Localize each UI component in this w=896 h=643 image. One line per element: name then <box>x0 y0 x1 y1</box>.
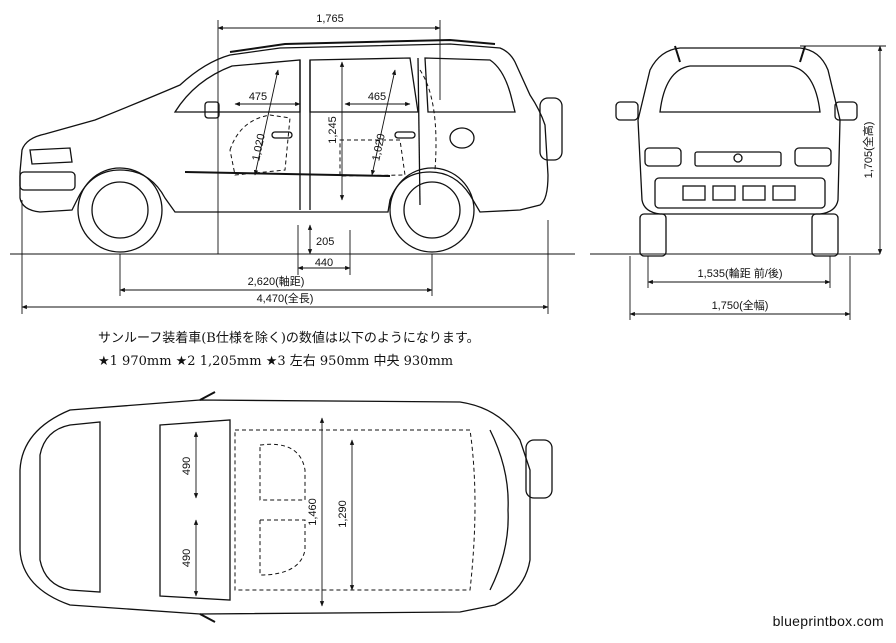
label-tread: 1,535(輪距 前/後) <box>698 266 783 280</box>
label-roof-length: 1,765 <box>316 13 344 25</box>
side-dimension-lines <box>21 20 549 314</box>
label-rear-door-inset: 465 <box>368 91 386 103</box>
label-overall-length: 4,470(全長) <box>257 291 314 305</box>
top-view <box>19 391 553 623</box>
label-cabin-width: 1,460 <box>307 498 319 526</box>
label-ground-clearance: 205 <box>316 236 334 248</box>
label-wheelbase: 2,620(軸距) <box>248 274 305 288</box>
label-overall-height: 1,705(全高) <box>861 122 875 179</box>
label-interior-width: 1,290 <box>337 500 349 528</box>
label-front-headroom: 1,020 <box>250 133 267 162</box>
label-center-height: 1,245 <box>327 116 339 144</box>
side-view <box>10 38 575 255</box>
label-rear-seat-width: 490 <box>181 549 193 567</box>
watermark: blueprintbox.com <box>772 613 884 629</box>
side-dimension-labels: 1,765 4,470(全長) 2,620(軸距) 475 465 1,020 … <box>248 13 388 305</box>
label-rear-headroom: 1,020 <box>370 133 387 162</box>
sunroof-note-line-2: ★1 970mm ★2 1,205mm ★3 左右 950mm 中央 930mm <box>98 354 454 369</box>
sunroof-note-line-1: サンルーフ装着車(B仕様を除く)の数値は以下のようになります。 <box>98 331 480 346</box>
front-view <box>590 45 880 257</box>
top-dimension-labels: 490 490 1,460 1,290 <box>181 457 349 567</box>
label-overall-width: 1,750(全幅) <box>712 298 769 312</box>
label-front-seat-width: 490 <box>181 457 193 475</box>
label-seat-offset: 440 <box>315 257 333 269</box>
front-dimension-lines <box>629 45 886 320</box>
top-dimension-lines <box>193 417 355 607</box>
front-dimension-labels: 1,705(全高) 1,535(輪距 前/後) 1,750(全幅) <box>698 122 875 312</box>
label-front-door-inset: 475 <box>249 91 267 103</box>
